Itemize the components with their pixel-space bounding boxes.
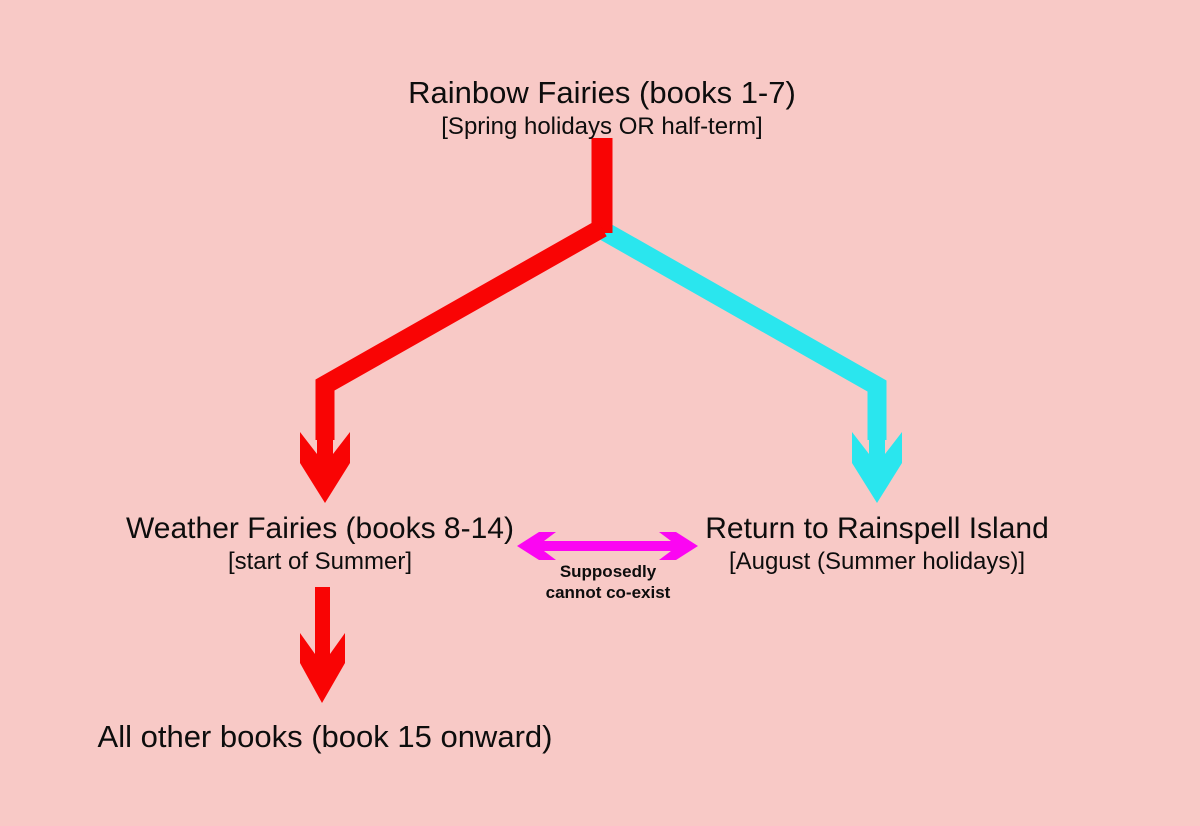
weather-fairies-subtitle: [start of Summer] <box>227 547 413 575</box>
node-rainbow-fairies: Rainbow Fairies (books 1-7) [Spring holi… <box>252 75 952 141</box>
cyan-arrowhead-icon <box>852 392 902 503</box>
return-rainspell-subtitle: [August (Summer holidays)] <box>728 547 1026 575</box>
weather-fairies-title: Weather Fairies (books 8-14) <box>126 512 514 545</box>
magenta-right-arrowhead-icon <box>659 532 698 560</box>
red-arrowhead-icon <box>300 392 350 503</box>
node-return-rainspell-island: Return to Rainspell Island [August (Summ… <box>577 512 1177 575</box>
node-all-other-books: All other books (book 15 onward) <box>25 719 625 755</box>
node-weather-fairies: Weather Fairies (books 8-14) [start of S… <box>20 512 620 575</box>
coexist-annotation-line2: cannot co-exist <box>545 583 671 602</box>
all-other-books-title: All other books (book 15 onward) <box>97 719 553 754</box>
magenta-arrow-shaft <box>543 541 672 551</box>
rainbow-fairies-title: Rainbow Fairies (books 1-7) <box>408 75 796 110</box>
return-rainspell-title: Return to Rainspell Island <box>705 512 1049 545</box>
red-down-arrow-icon <box>300 587 345 703</box>
coexist-annotation-line1: Supposedly <box>559 562 657 581</box>
red-branch-line <box>315 219 607 440</box>
magenta-left-arrowhead-icon <box>517 532 556 560</box>
coexist-annotation: Supposedly cannot co-exist <box>458 561 758 603</box>
cyan-branch-line <box>599 222 887 440</box>
rainbow-fairies-subtitle: [Spring holidays OR half-term] <box>441 112 763 140</box>
